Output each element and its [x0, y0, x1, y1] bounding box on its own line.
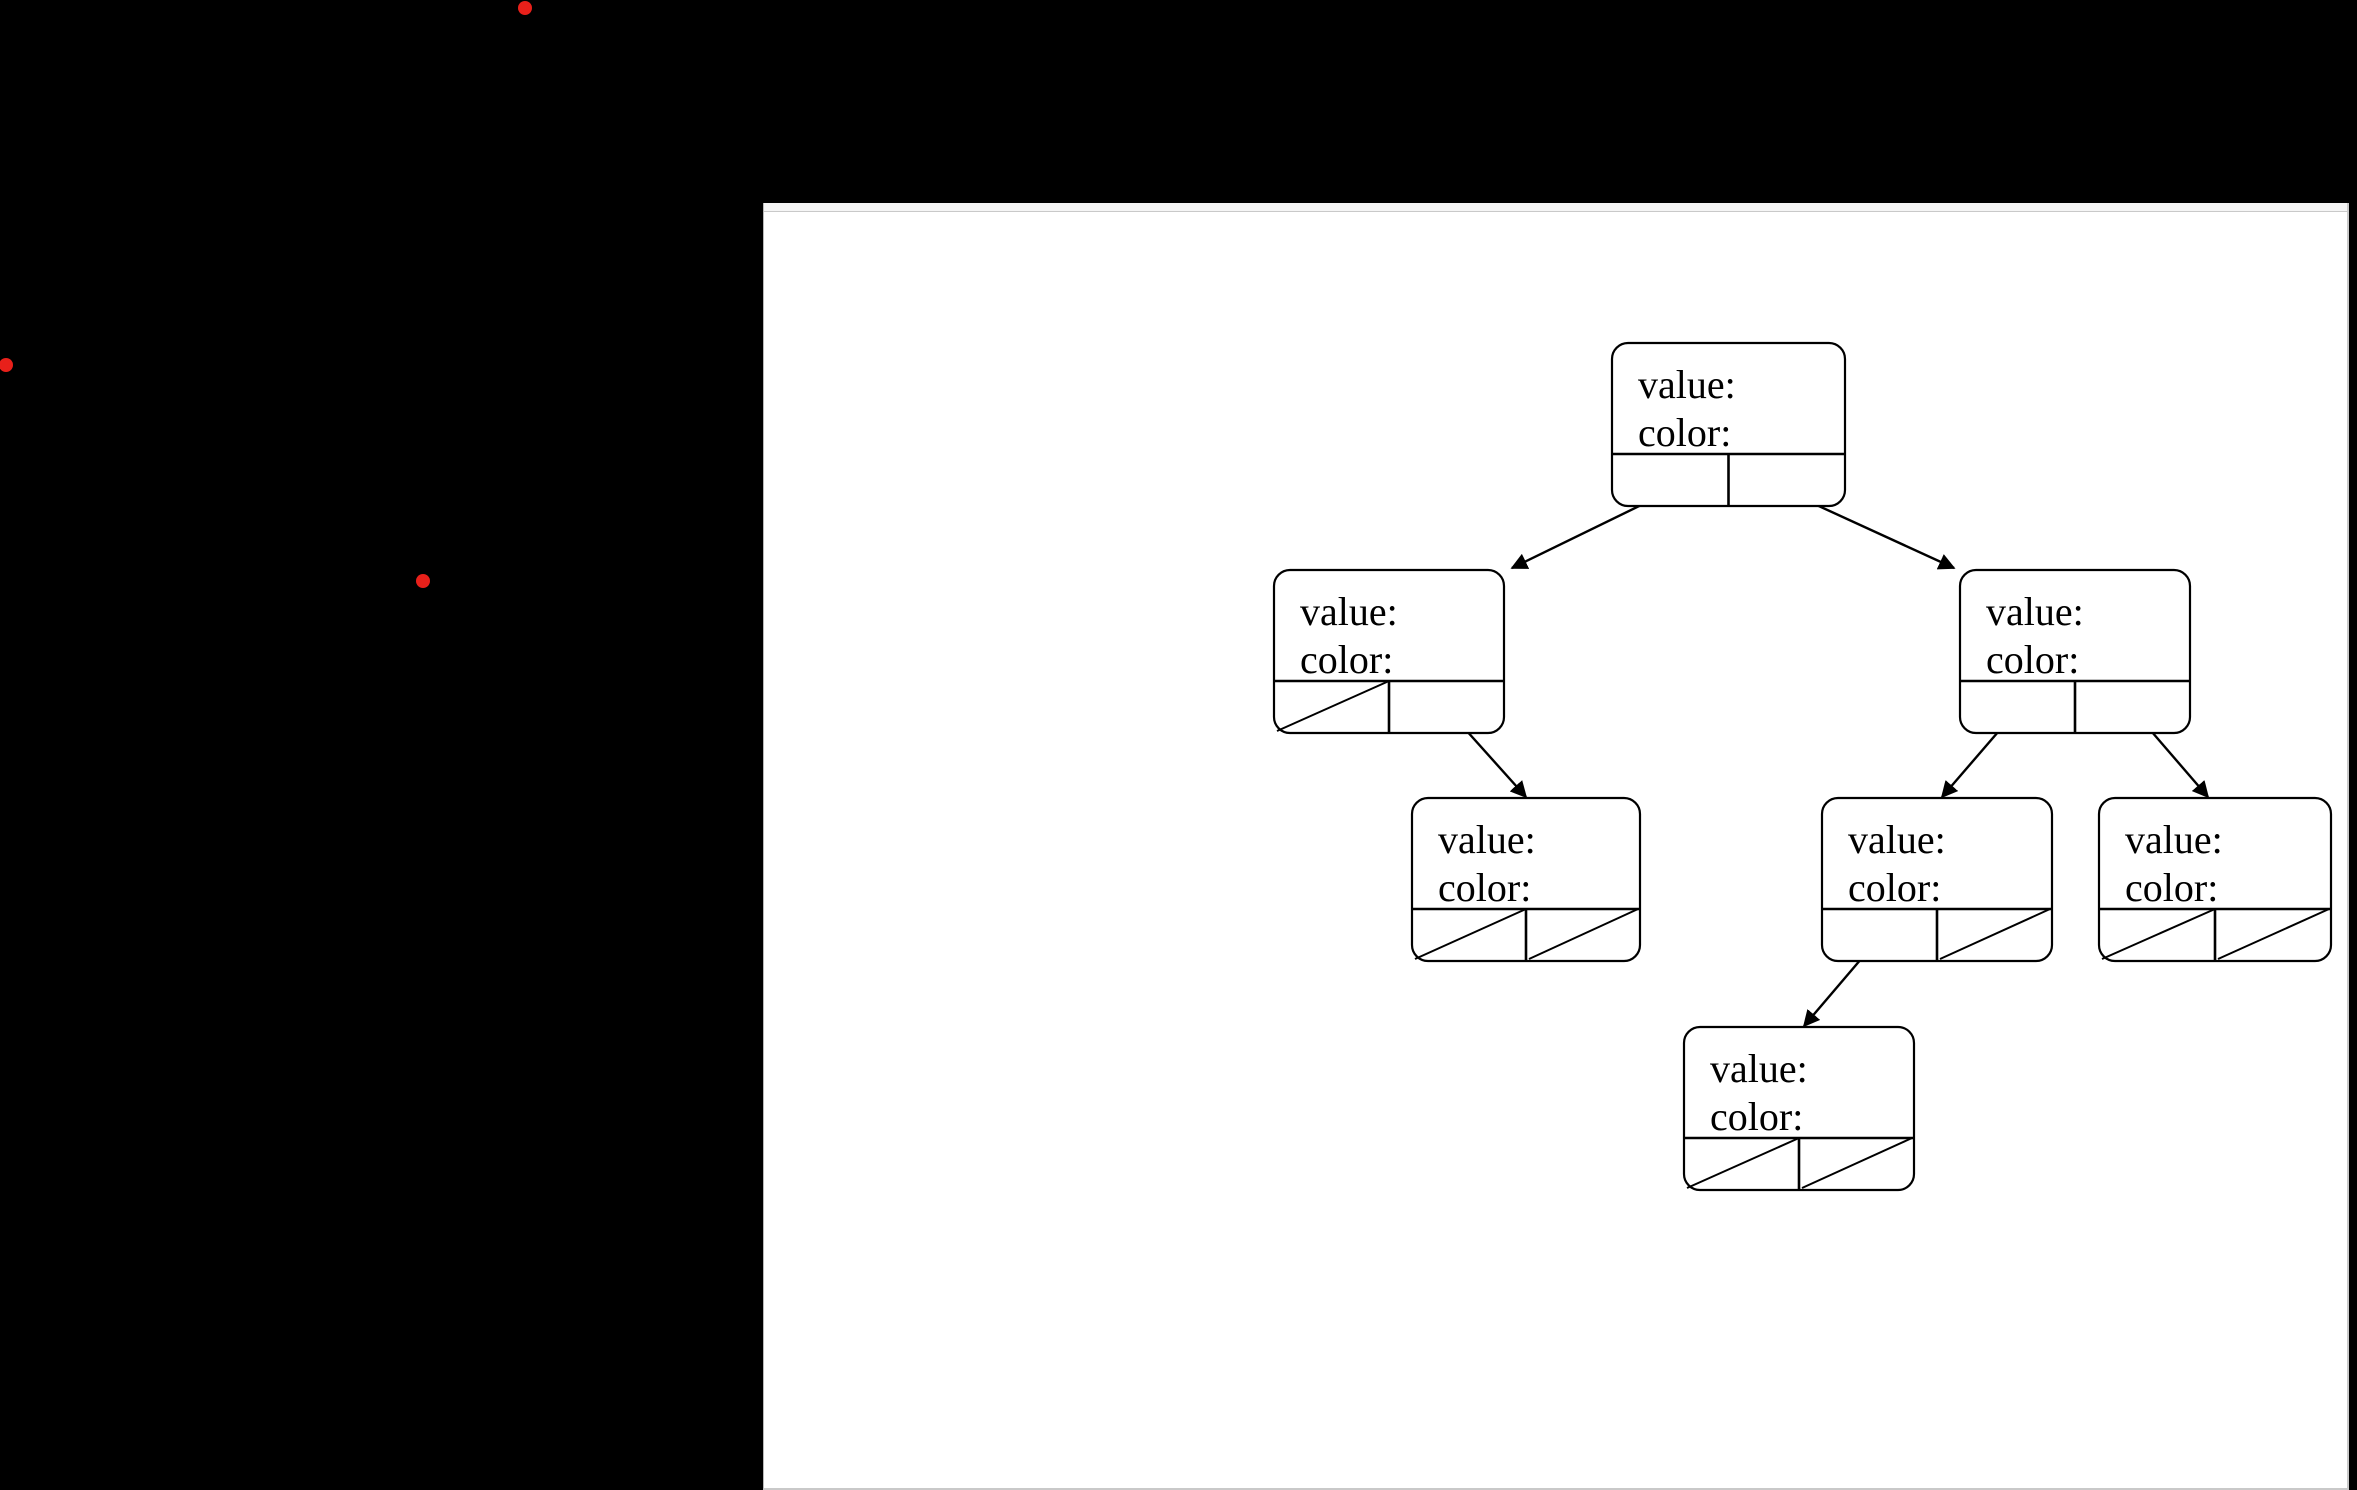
- tree-node-right-color-label: color:: [1986, 637, 2079, 682]
- tree-node-left-color-label: color:: [1300, 637, 1393, 682]
- marker-mid-dot: [416, 574, 430, 588]
- tree-node-right-left[interactable]: value:color:: [1820, 796, 2054, 963]
- tree-node-left-left-null-slash: [1276, 680, 1390, 732]
- tree-node-left[interactable]: value:color:: [1272, 568, 1506, 735]
- diagram-viewport-panel[interactable]: value:color:value:color:value:color:valu…: [763, 203, 2349, 1490]
- panel-top-strip: [764, 203, 2347, 212]
- tree-node-left-right-left-null-slash: [1414, 908, 1527, 960]
- tree-node-right-right-right-null-slash: [2217, 908, 2330, 960]
- tree-node-right-left-right-null-slash: [1939, 908, 2051, 960]
- tree-node-right[interactable]: value:color:: [1958, 568, 2192, 735]
- tree-node-right-left-value-label: value:: [1848, 817, 1946, 862]
- tree-node-right-left-left-value-label: value:: [1710, 1046, 1808, 1091]
- tree-node-root-value-label: value:: [1638, 362, 1736, 407]
- tree-node-root[interactable]: value:color:: [1610, 341, 1847, 508]
- marker-left-dot: [0, 358, 13, 372]
- tree-node-right-right-color-label: color:: [2125, 865, 2218, 910]
- tree-node-root-color-label: color:: [1638, 410, 1731, 455]
- tree-node-right-left-left[interactable]: value:color:: [1682, 1025, 1916, 1192]
- tree-node-right-right[interactable]: value:color:: [2097, 796, 2333, 963]
- tree-node-right-left-left-color-label: color:: [1710, 1094, 1803, 1139]
- tree-node-left-right[interactable]: value:color:: [1410, 796, 1642, 963]
- tree-node-right-right-value-label: value:: [2125, 817, 2223, 862]
- marker-top-dot: [518, 1, 532, 15]
- tree-node-right-left-left-right-null-slash: [1801, 1137, 1913, 1189]
- tree-node-right-value-label: value:: [1986, 589, 2084, 634]
- tree-node-right-right-left-null-slash: [2101, 908, 2216, 960]
- tree-node-left-right-value-label: value:: [1438, 817, 1536, 862]
- tree-node-right-left-color-label: color:: [1848, 865, 1941, 910]
- tree-node-left-right-color-label: color:: [1438, 865, 1531, 910]
- tree-node-left-right-right-null-slash: [1528, 908, 1639, 960]
- tree-diagram-svg: value:color:value:color:value:color:valu…: [1272, 341, 2333, 1192]
- tree-node-left-value-label: value:: [1300, 589, 1398, 634]
- tree-node-right-left-left-left-null-slash: [1686, 1137, 1800, 1189]
